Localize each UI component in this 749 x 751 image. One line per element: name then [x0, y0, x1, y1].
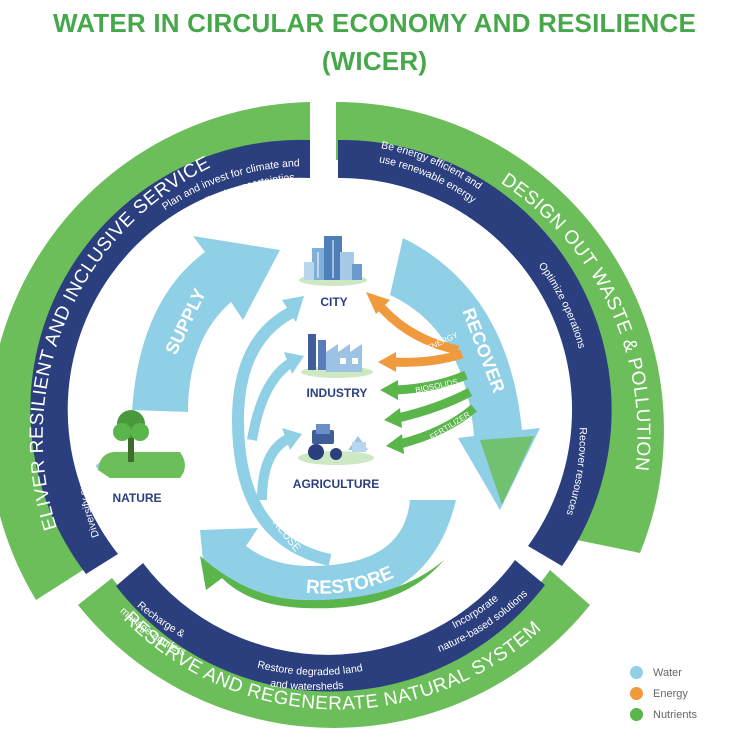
biosolids-arrow	[395, 370, 468, 395]
nutrients-swatch	[630, 708, 643, 721]
outer-ring	[0, 102, 664, 728]
reuse-branch-agri-head	[282, 428, 302, 450]
legend-item-nutrients: Nutrients	[630, 704, 697, 725]
reuse-branch-industry-head	[284, 352, 304, 374]
reuse-branch-industry	[247, 357, 295, 441]
reuse-loop-head-top	[282, 296, 304, 322]
legend-label-energy: Energy	[653, 687, 688, 700]
energy-arrow-industry	[391, 349, 464, 367]
outer-segment-left	[0, 102, 310, 600]
agriculture-label: AGRICULTURE	[293, 477, 379, 491]
nature-icon	[96, 410, 185, 478]
biosolids-arrow-head	[380, 380, 398, 400]
energy-arrow-city	[376, 302, 459, 355]
navy-segment-bottom	[116, 560, 545, 692]
nature-label: NATURE	[112, 491, 161, 505]
nutrients-arrow-mid	[396, 388, 473, 423]
water-swatch	[630, 666, 643, 679]
agriculture-icon	[298, 424, 374, 465]
recover-arrow-green-tail	[480, 436, 534, 505]
title-line-1: WATER IN CIRCULAR ECONOMY AND RESILIENCE	[52, 8, 697, 38]
energy-arrow-industry-head	[378, 352, 396, 372]
band-restore-line2: and watersheds	[269, 677, 344, 693]
legend-label-water: Water	[653, 666, 682, 679]
nutrients-arrow-mid-head	[384, 408, 402, 428]
outer-segment-bottom	[78, 570, 590, 728]
industry-icon	[301, 334, 373, 378]
resource-flows	[366, 292, 477, 454]
navy-segment-right	[338, 139, 612, 566]
fertilizer-arrow-head	[386, 434, 404, 454]
fertilizer-flow-label: FERTILIZER	[428, 410, 472, 442]
legend-item-water: Water	[630, 662, 697, 683]
restore-arrow	[200, 500, 456, 609]
fertilizer-arrow	[398, 404, 477, 449]
outer-segment-right	[336, 102, 664, 553]
biosolids-flow-label: BIOSOLIDS	[415, 377, 459, 395]
city-label: CITY	[320, 295, 347, 309]
energy-arrow-city-head	[366, 292, 390, 314]
title-line-2: (WICER)	[321, 46, 428, 76]
reuse-loop	[231, 306, 332, 566]
inner-band	[30, 139, 612, 692]
supply-arrow	[132, 236, 280, 412]
industry-label: INDUSTRY	[307, 386, 368, 400]
navy-segment-left	[30, 139, 310, 574]
city-icon	[299, 236, 367, 286]
reuse-branch-agri	[257, 433, 293, 501]
legend-label-nutrients: Nutrients	[653, 708, 698, 721]
energy-swatch	[630, 687, 643, 700]
legend-item-energy: Energy	[630, 683, 697, 704]
restore-arrow-green-edge	[200, 556, 444, 609]
legend: Water Energy Nutrients	[630, 662, 697, 725]
